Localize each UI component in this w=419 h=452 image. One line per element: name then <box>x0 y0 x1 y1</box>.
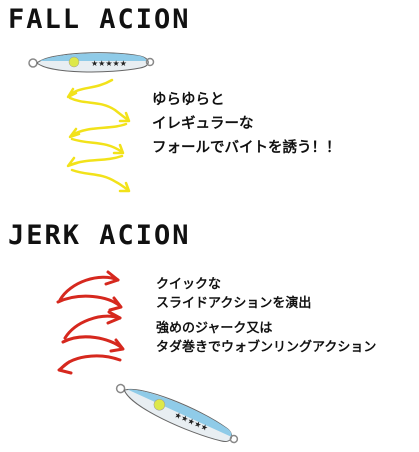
fall-caption-line: イレギュラーな <box>152 116 254 132</box>
fall-lure-stars: ★★★★★ <box>91 59 127 68</box>
fall-lure-icon: ★★★★★ <box>28 52 155 73</box>
fall-caption-line: フォールでバイトを誘う！！ <box>152 140 341 156</box>
fall-action-description: ゆらゆらと イレギュラーな フォールでバイトを誘う！！ <box>152 93 341 165</box>
jerk-lure-icon: ★★★★★ <box>115 383 239 444</box>
jerk-caption-line: スライドアクションを演出 <box>156 296 312 311</box>
fall-caption-line: ゆらゆらと <box>152 92 225 108</box>
jerk-caption-line: タダ巻きでウォブンリングアクション <box>156 340 377 355</box>
jerk-caption-line: 強めのジャーク又は <box>156 321 273 336</box>
jerk-caption-line: クイックな <box>156 277 222 292</box>
jerk-action-title: JERK ACION <box>8 220 191 251</box>
jerk-action-description: クイックな スライドアクションを演出 強めのジャーク又は タダ巻きでウォブンリン… <box>156 278 376 360</box>
fall-arrows-icon <box>66 78 131 193</box>
fall-action-title: FALL ACION <box>8 4 191 35</box>
jerk-arrows-icon <box>56 270 125 375</box>
